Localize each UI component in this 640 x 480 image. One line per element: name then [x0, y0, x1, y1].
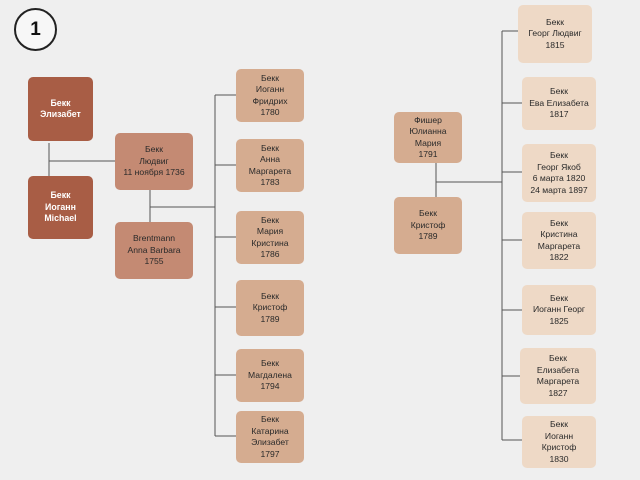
person-text-line: Бекк: [50, 190, 71, 201]
person-text-line: Бекк: [550, 86, 568, 97]
person-text-line: Бекк: [261, 358, 279, 369]
person-text-line: Бекк: [419, 208, 437, 219]
person-text-line: Бекк: [261, 72, 279, 83]
person-text-line: Иоганн Георг: [532, 304, 586, 315]
person-text-line: Маргарета: [248, 165, 292, 176]
person-text-line: Элизабет: [251, 437, 289, 447]
page-number: 1: [30, 18, 41, 40]
person-text-line: Бекк: [261, 214, 279, 225]
person-text-line: 1789: [418, 231, 438, 242]
person-text-line: 1786: [260, 249, 280, 259]
person-text-line: 1791: [418, 149, 438, 159]
person-text-line: Бекк: [261, 142, 279, 153]
person-text-line: Бекк: [546, 16, 564, 27]
person-text-line: Бекк: [549, 353, 567, 363]
person-text-line: Anna Barbara: [127, 244, 181, 255]
person-text-line: 1789: [260, 313, 280, 324]
person-text-line: Кристоф: [410, 219, 446, 230]
person-text-line: 1815: [545, 39, 565, 50]
person-text-line: Иоганн: [45, 201, 76, 212]
person-text-line: 1755: [144, 256, 164, 267]
person-text-line: Фишер: [414, 114, 442, 125]
person-text-line: Brentmann: [132, 233, 176, 244]
person-text-line: Елизабета: [536, 364, 580, 375]
person-text-line: Кристина: [251, 237, 289, 248]
person-text-line: Иоганн: [255, 84, 285, 94]
person-text-line: Кристоф: [252, 302, 288, 313]
person-text-line: Магдалена: [248, 369, 292, 380]
person-text-line: Анна: [259, 154, 280, 164]
person-text-line: 1827: [548, 387, 568, 398]
person-text-line: 1830: [549, 453, 569, 464]
person-text-line: 1822: [549, 252, 569, 262]
person-text-line: Бекк: [550, 292, 568, 303]
person-text-line: Ева Елизабета: [529, 97, 589, 108]
person-text-line: Мария: [414, 137, 442, 148]
person-text-line: 1817: [549, 109, 569, 120]
person-text-line: Бекк: [550, 419, 568, 429]
person-text-line: Юлианна: [409, 126, 447, 136]
person-text-line: 24 марта 1897: [530, 184, 588, 195]
person-text-line: Бекк: [261, 290, 279, 301]
person-text-line: 6 марта 1820: [532, 173, 586, 183]
person-text-line: Бекк: [50, 97, 71, 108]
person-text-line: Иоганн: [544, 430, 574, 441]
person-text-line: Кристоф: [541, 442, 577, 452]
person-text-line: Фридрих: [252, 95, 288, 106]
person-text-line: Мария: [256, 226, 284, 236]
person-text-line: Бекк: [550, 217, 568, 228]
person-text-line: Маргарета: [537, 240, 581, 251]
person-text-line: Маргарета: [536, 376, 580, 386]
person-text-line: Бекк: [550, 150, 568, 160]
person-text-line: Людвиг: [139, 155, 169, 166]
person-text-line: 1780: [260, 107, 280, 117]
person-text-line: 1794: [260, 381, 280, 392]
person-text-line: Георг Людвиг: [528, 28, 582, 39]
person-text-line: 1825: [549, 315, 569, 326]
person-text-line: Бекк: [145, 144, 163, 155]
person-text-line: Георг Якоб: [537, 161, 581, 172]
person-text-line: 1783: [260, 177, 280, 187]
person-text-line: Катарина: [251, 425, 289, 436]
person-text-line: Элизабет: [40, 109, 81, 119]
page-number-badge: 1: [14, 8, 57, 51]
person-text-line: Бекк: [261, 414, 279, 424]
person-text-line: 1797: [260, 448, 280, 459]
person-text-line: Кристина: [540, 229, 578, 239]
person-text-line: Michael: [44, 213, 77, 224]
person-text-line: 11 ноября 1736: [123, 167, 185, 178]
